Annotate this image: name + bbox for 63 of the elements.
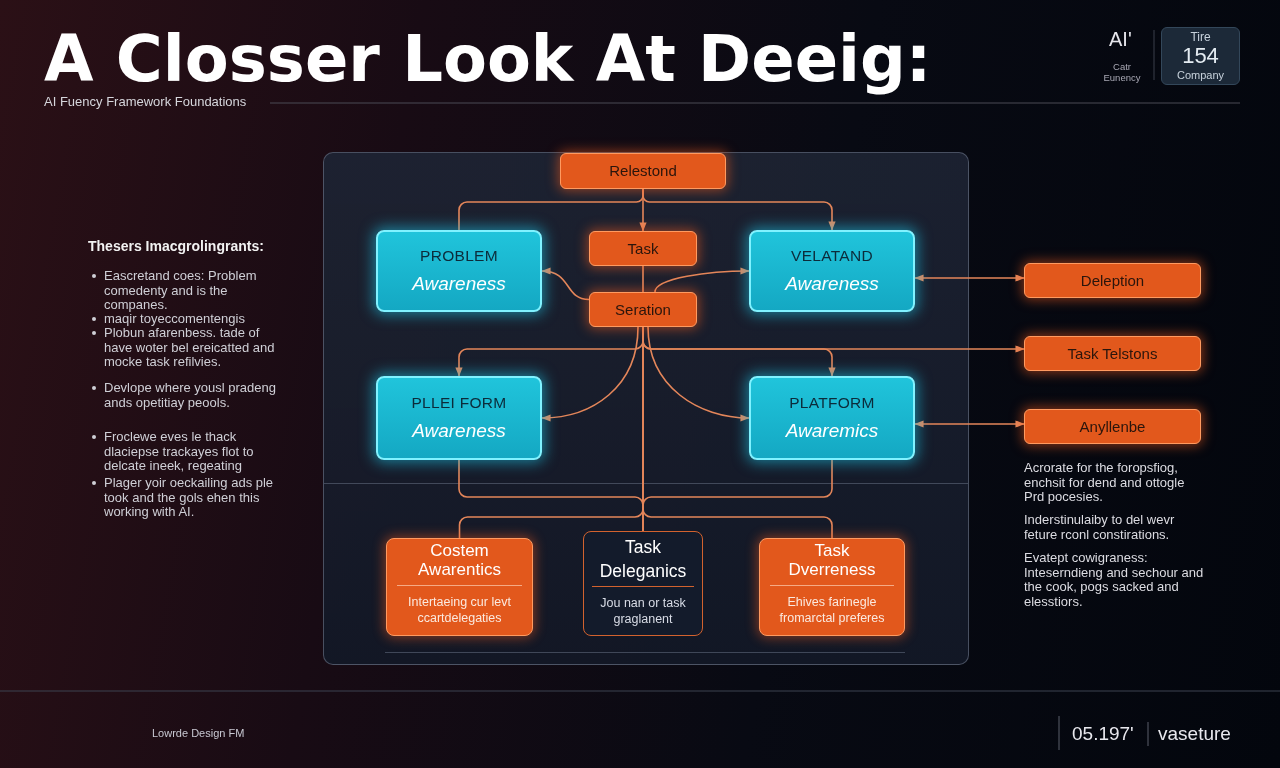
list-item: Plager yoir oeckailing ads ple took and the gols ehen this working with AI. [104,476,275,520]
stat-badge [1161,27,1240,85]
list-item: Devlope where yousl pradeng ands opetitiay peools. [104,381,276,410]
subtitle: AI Fuency Framework Foundations [44,95,247,110]
list-heading: Thesers Imacgrolingrants: [88,238,264,255]
process-box [1024,409,1201,444]
note-text: Acrorate for the foropsfiog, enchsit for dend and ottogle Prd pocesies. [1024,461,1186,505]
note-text: Evatept cowigraness: Inteserndieng and sechour and the cook, pogs sacked and elesstiors. [1024,551,1205,609]
awareness-box [749,376,915,460]
process-box [560,153,726,189]
node-label: Task [627,239,659,258]
node-label: Relestond [609,162,677,180]
header-label: AI' [1109,28,1132,51]
node-heading: PROBLEM [420,247,498,265]
arrow [647,326,750,422]
arrow [642,188,836,231]
stat-label: Tire [1190,31,1211,45]
process-box [589,292,697,327]
list-item: Eascretand coes: Problem comedenty and is the companes. [104,269,258,313]
stat-label: Company [1176,68,1225,81]
header-label: Catr Eunency [1102,62,1142,83]
node-heading: Task Dverreness [787,541,877,579]
node-label: Anyllenbe [1079,417,1146,436]
node-label: Deleption [1080,271,1145,290]
arrow [654,267,750,293]
node-label: Seration [615,300,671,319]
node-label: Task Telstons [1067,344,1158,363]
awareness-box [376,376,542,460]
node-heading: PLATFORM [789,394,875,412]
process-box [589,231,697,266]
node-body: Ehives farinegle fromarctal preferes [778,594,886,626]
footer-text: Lowrde Design FM [152,727,245,740]
node-body: Intertaeing cur levt ccartdelegaties [407,594,512,626]
double-arrow [914,420,1025,428]
node-heading: Costem Awarentics [417,541,502,579]
note-text: Inderstinulaiby to del wevr feture rconl constirations. [1024,513,1176,542]
connector-line [642,265,644,293]
arrow [541,326,639,422]
list-item: Plobun afarenbess. tade of have woter bel ereicatted and mocke task refilvies. [104,326,276,370]
list-item: Froclewe eves le thack dlaciepse trackayes flot to delcate ineek, regeating [104,430,255,474]
node-body: Jou nan or task graglanent [599,595,687,627]
footer-text: 05.197' [1072,723,1134,745]
diagram-panel [323,152,969,665]
connector-line [642,459,833,532]
arrow [541,268,590,301]
process-box [1024,263,1201,298]
node-label: Awaremics [785,420,879,442]
node-label: Awareness [412,273,506,295]
node-label: Awareness [412,420,506,442]
node-heading: VELATAND [791,247,873,265]
list-item: maqir toyeccomentengis [104,312,246,327]
info-card [583,531,703,636]
info-card [386,538,533,636]
awareness-box [749,230,915,312]
double-arrow [914,274,1025,282]
info-card [759,538,905,636]
stat-value: 154 [1182,44,1219,69]
process-box [1024,336,1201,371]
awareness-box [376,230,542,312]
footer-text: vaseture [1158,723,1231,745]
node-heading: PLLEI FORM [411,394,507,412]
node-label: Awareness [785,273,879,295]
node-heading: Task Deleganics [598,536,688,583]
